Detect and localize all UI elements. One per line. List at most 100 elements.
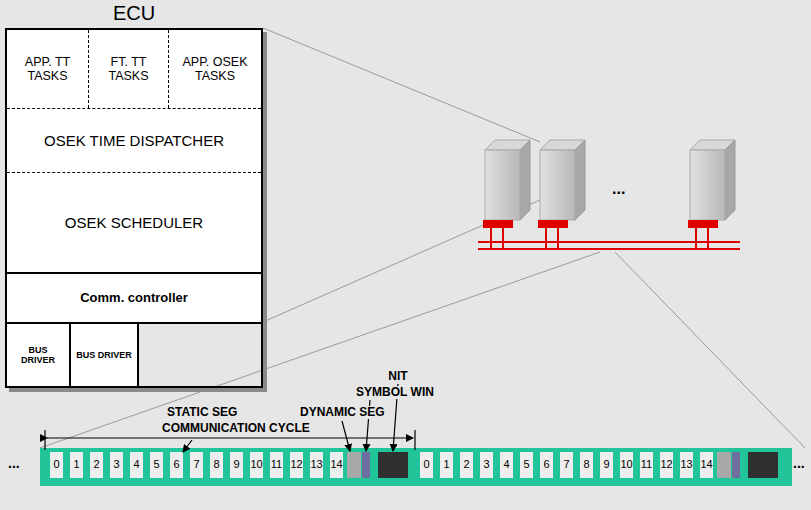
slot-number: 3 — [113, 458, 119, 470]
bus-tap — [545, 228, 547, 249]
computer-side — [520, 140, 530, 220]
slot-number: 9 — [233, 458, 239, 470]
slot-number: 4 — [133, 458, 139, 470]
bus-connector — [483, 220, 513, 228]
slot-number: 1 — [443, 458, 449, 470]
computer-front — [690, 150, 725, 220]
ellipsis: ... — [8, 456, 20, 471]
static-slot — [110, 452, 123, 478]
computer-side — [575, 140, 585, 220]
segment-label: STATIC SEG — [165, 406, 239, 419]
static-slot — [90, 452, 103, 478]
computer-side — [725, 140, 735, 220]
slot-number: 2 — [463, 458, 469, 470]
slot-number: 8 — [583, 458, 589, 470]
slot-number: 10 — [250, 458, 262, 470]
static-slot — [330, 452, 343, 478]
slot-number: 8 — [213, 458, 219, 470]
dispatcher-layer: OSEK TIME DISPATCHER — [7, 108, 261, 172]
slot-number: 5 — [153, 458, 159, 470]
layer-text: APP. TT TASKS — [7, 55, 88, 84]
static-slot — [600, 452, 613, 478]
dynamic-segment — [347, 452, 361, 478]
dynamic-segment — [717, 452, 731, 478]
static-slot — [150, 452, 163, 478]
static-slot — [290, 452, 303, 478]
static-slot — [660, 452, 673, 478]
static-slot — [640, 452, 653, 478]
ellipsis: ... — [612, 180, 625, 198]
cycle-label: COMMUNICATION CYCLE — [160, 422, 312, 435]
slot-number: 4 — [503, 458, 509, 470]
slot-number: 6 — [543, 458, 549, 470]
bus-tap — [557, 228, 559, 249]
static-slot — [250, 452, 263, 478]
slot-number: 10 — [620, 458, 632, 470]
slot-number: 0 — [53, 458, 59, 470]
bus-driver: BUS DRIVER — [71, 324, 139, 386]
timeline-slots — [50, 452, 778, 478]
slot-number: 6 — [173, 458, 179, 470]
slot-number: 0 — [423, 458, 429, 470]
computer-front — [540, 150, 575, 220]
static-slot — [580, 452, 593, 478]
slot-number: 3 — [483, 458, 489, 470]
bus-driver: BUS DRIVER — [7, 324, 71, 386]
bus-tap — [707, 228, 709, 249]
bus-tap — [490, 228, 492, 249]
task-box: APP. TT TASKS — [7, 30, 89, 108]
slot-number: 14 — [330, 458, 342, 470]
bus-tap — [502, 228, 504, 249]
symbol-window — [362, 452, 370, 478]
slot-number: 2 — [93, 458, 99, 470]
segment-label: NIT — [386, 370, 409, 383]
static-slot — [270, 452, 283, 478]
static-slot — [560, 452, 573, 478]
nit — [378, 452, 408, 478]
layer-text: FT. TT TASKS — [89, 55, 168, 84]
layer-text: Comm. controller — [76, 291, 192, 306]
static-slot — [460, 452, 473, 478]
slot-number: 7 — [563, 458, 569, 470]
layer-text: OSEK TIME DISPATCHER — [40, 132, 228, 149]
static-slot — [210, 452, 223, 478]
bus-tap — [695, 228, 697, 249]
static-slot — [440, 452, 453, 478]
static-slot — [230, 452, 243, 478]
static-slot — [310, 452, 323, 478]
nit — [748, 452, 778, 478]
scheduler-layer: OSEK SCHEDULER — [7, 172, 261, 272]
slot-number: 1 — [73, 458, 79, 470]
static-slot — [190, 452, 203, 478]
task-box: APP. OSEK TASKS — [169, 30, 261, 108]
segment-label: DYNAMIC SEG — [298, 406, 387, 419]
static-slot — [500, 452, 513, 478]
layer-text: APP. OSEK TASKS — [169, 55, 261, 84]
slot-number: 12 — [660, 458, 672, 470]
slot-number: 7 — [193, 458, 199, 470]
bus-line — [478, 242, 740, 249]
static-slot — [620, 452, 633, 478]
static-slot — [480, 452, 493, 478]
bus-connector — [688, 220, 718, 228]
slot-number: 13 — [310, 458, 322, 470]
timeline-strip — [40, 448, 792, 486]
static-slot — [520, 452, 533, 478]
slot-number: 14 — [700, 458, 712, 470]
static-slot — [130, 452, 143, 478]
layer-text: BUS DRIVER — [72, 350, 136, 360]
slot-number: 11 — [271, 458, 282, 470]
task-box: FT. TT TASKS — [89, 30, 169, 108]
static-slot — [70, 452, 83, 478]
computer-front — [485, 150, 520, 220]
ellipsis: ... — [793, 456, 805, 471]
slot-number: 12 — [290, 458, 302, 470]
static-slot — [420, 452, 433, 478]
static-slot — [700, 452, 713, 478]
static-slot — [540, 452, 553, 478]
static-slot — [680, 452, 693, 478]
symbol-window — [732, 452, 740, 478]
slot-number: 9 — [603, 458, 609, 470]
bus-connector — [538, 220, 568, 228]
static-slot — [50, 452, 63, 478]
